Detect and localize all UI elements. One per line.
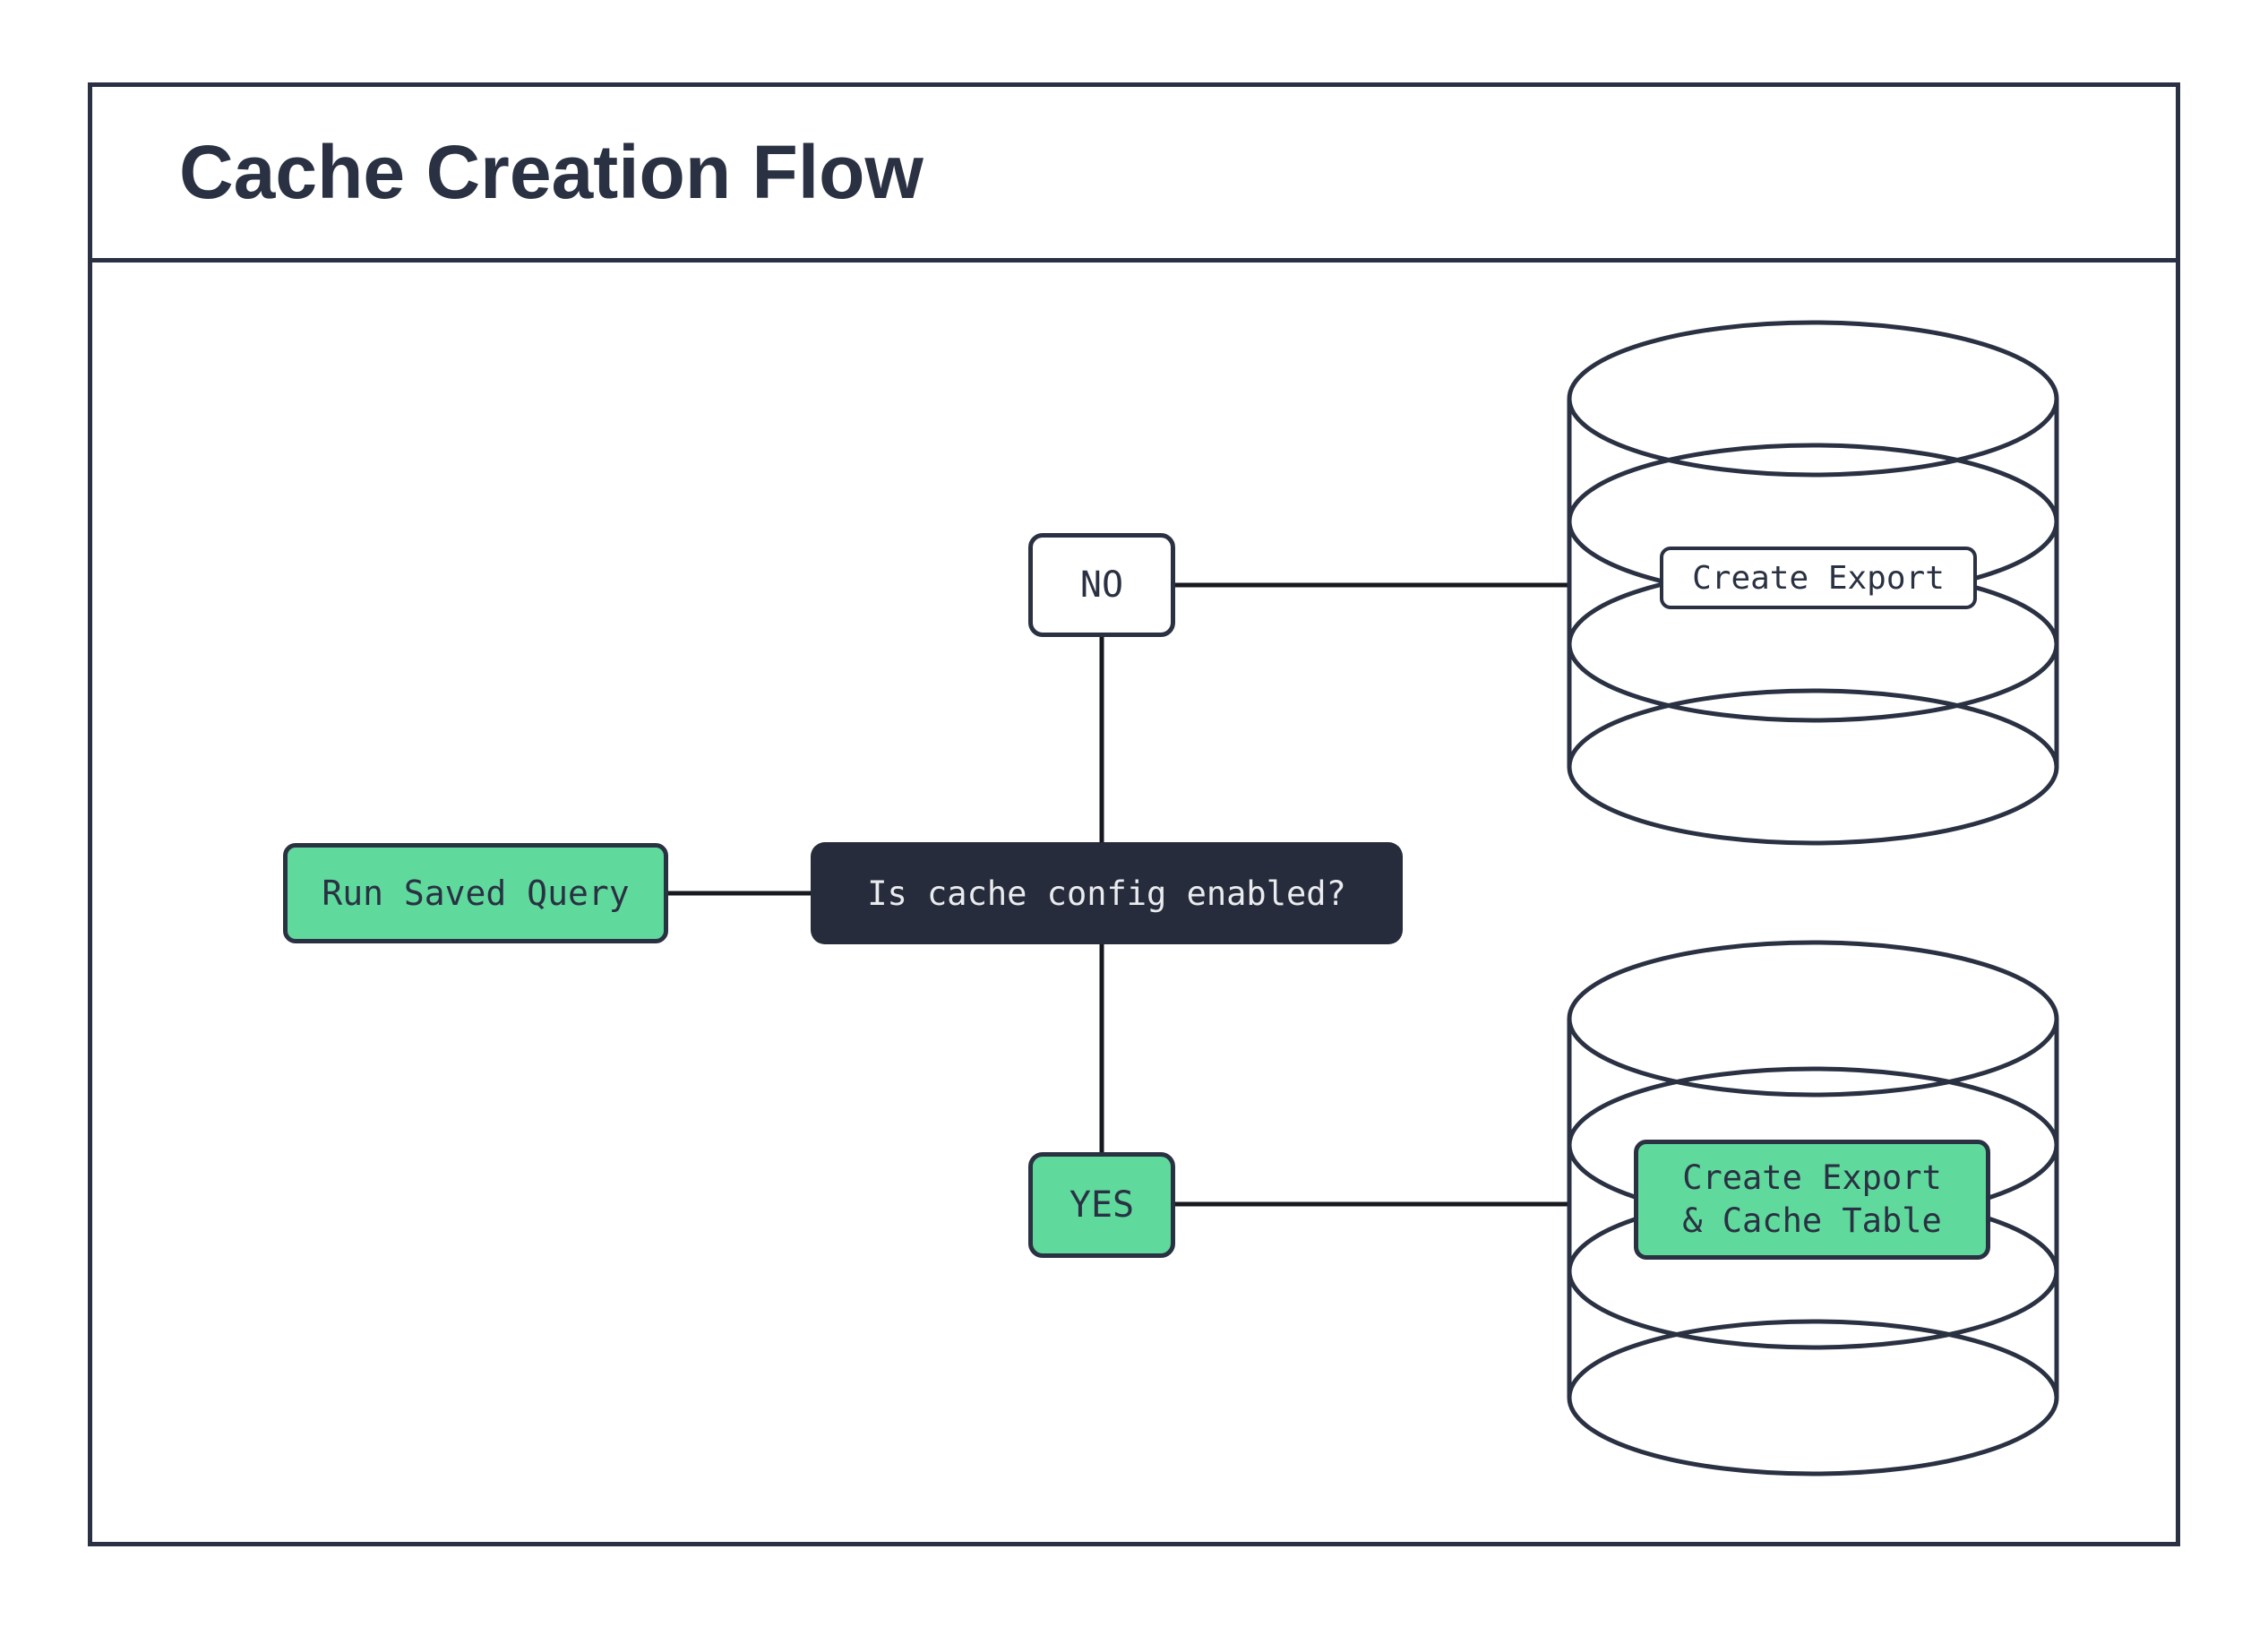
database-label-line1: Create Export (1682, 1158, 1942, 1197)
flow-node-label: Is cache config enabled? (867, 874, 1346, 913)
flow-node-label: Run Saved Query (322, 874, 630, 913)
database-label-line2: & Cache Table (1682, 1201, 1942, 1240)
diagram-frame: Cache Creation Flow (88, 82, 2180, 1546)
database-icon (1567, 940, 2059, 1476)
title-band: Cache Creation Flow (92, 87, 2176, 263)
flow-node-decision-cache-config: Is cache config enabled? (811, 842, 1403, 944)
database-label-create-export: Create Export (1660, 547, 1977, 609)
flow-branch-label: NO (1079, 564, 1124, 606)
connector-lines (666, 582, 1571, 1207)
flow-node-run-saved-query: Run Saved Query (283, 843, 668, 943)
database-label-text: Create Export (1692, 559, 1945, 597)
page-title: Cache Creation Flow (179, 130, 924, 214)
flow-branch-yes: YES (1028, 1152, 1175, 1258)
database-label-create-export-cache-table: Create Export & Cache Table (1634, 1140, 1990, 1260)
flow-branch-label: YES (1069, 1184, 1135, 1226)
flow-branch-no: NO (1028, 533, 1175, 637)
